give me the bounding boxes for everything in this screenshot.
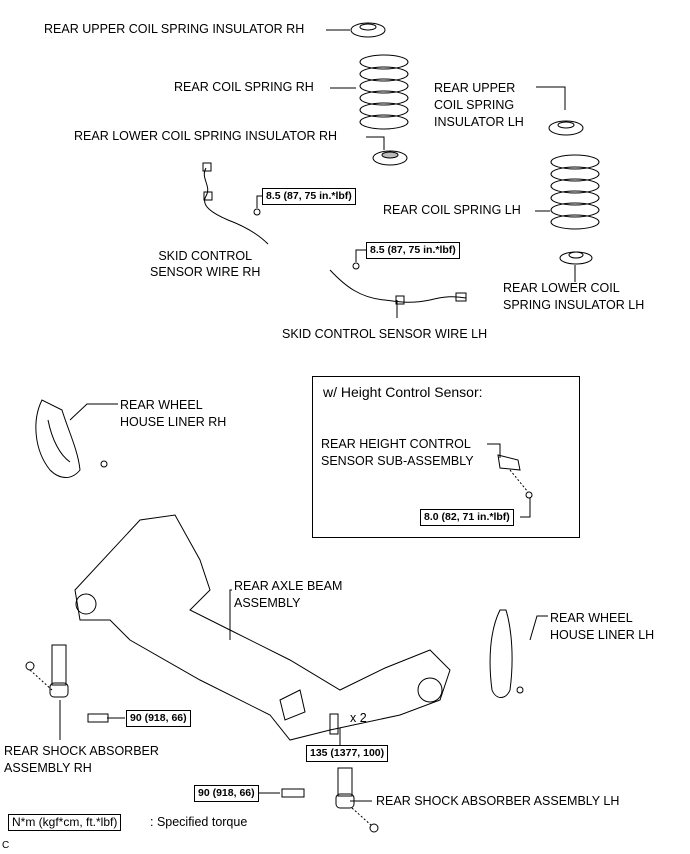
leader-wheel-liner-rh [69,403,118,421]
label-times-two: x 2 [350,711,367,725]
label-lower-insulator-lh: REAR LOWER COIL SPRING INSULATOR LH [503,281,645,312]
leader-torque-height [520,498,531,518]
torque-box-skid-lh: 8.5 (87, 75 in.*lbf) [366,242,460,259]
label-upper-insulator-rh: REAR UPPER COIL SPRING INSULATOR RH [44,22,305,36]
upper-insulator-rh-part [350,22,386,38]
torque-box-shock-lh: 90 (918, 66) [194,785,259,802]
label-skid-wire-rh: SKID CONTROL SENSOR WIRE RH [150,249,261,279]
label-wheel-liner-rh: REAR WHEEL HOUSE LINER RH [120,398,227,429]
axle-beam-part [74,514,451,741]
wheel-liner-lh-part [489,609,524,698]
torque-box-axle: 135 (1377, 100) [306,745,389,762]
coil-spring-lh-part [550,154,600,230]
label-lower-insulator-rh: REAR LOWER COIL SPRING INSULATOR RH [74,129,338,143]
skid-wire-rh-part [202,162,269,245]
leader-lower-insulator-rh [366,136,385,150]
upper-insulator-lh-part [548,120,584,136]
label-axle-beam: REAR AXLE BEAM ASSEMBLY [234,579,343,610]
torque-box-skid-rh: 8.5 (87, 75 in.*lbf) [262,188,356,205]
label-coil-spring-lh: REAR COIL SPRING LH [383,203,521,217]
leader-height-sensor [487,443,501,458]
legend-description: : Specified torque [150,815,248,829]
height-sensor-part [497,454,533,499]
shock-lh-part [281,767,379,833]
lower-insulator-lh-part [559,251,593,265]
height-sensor-panel-title: w/ Height Control Sensor: [323,384,483,400]
shock-rh-part [25,644,109,723]
label-height-sensor: REAR HEIGHT CONTROL SENSOR SUB-ASSEMBLY [321,437,474,468]
legend-torque-box: N*m (kgf*cm, ft.*lbf) [8,814,122,831]
leader-wheel-liner-lh [529,615,548,641]
label-shock-lh: REAR SHOCK ABSORBER ASSEMBLY LH [376,794,620,808]
leader-torque-skid-rh [256,195,262,208]
torque-box-shock-rh: 90 (918, 66) [126,710,191,727]
lower-insulator-rh-part [372,150,408,166]
leader-torque-skid-lh [355,249,366,262]
label-coil-spring-rh: REAR COIL SPRING RH [174,80,314,94]
leader-upper-insulator-lh [536,86,566,110]
wheel-liner-rh-part [35,399,108,478]
leader-axle-beam [229,589,232,640]
coil-spring-rh-part [359,54,409,130]
axle-bolt-part [329,713,339,735]
label-shock-rh: REAR SHOCK ABSORBER ASSEMBLY RH [4,744,159,775]
label-skid-wire-lh: SKID CONTROL SENSOR WIRE LH [282,327,488,341]
label-upper-insulator-lh: REAR UPPER COIL SPRING INSULATOR LH [434,81,524,129]
height-sensor-panel [312,376,580,538]
skid-wire-lh-part [329,262,467,305]
label-wheel-liner-lh: REAR WHEEL HOUSE LINER LH [550,611,655,642]
torque-box-height-sensor: 8.0 (82, 71 in.*lbf) [420,509,514,526]
corner-code: C [2,840,10,851]
